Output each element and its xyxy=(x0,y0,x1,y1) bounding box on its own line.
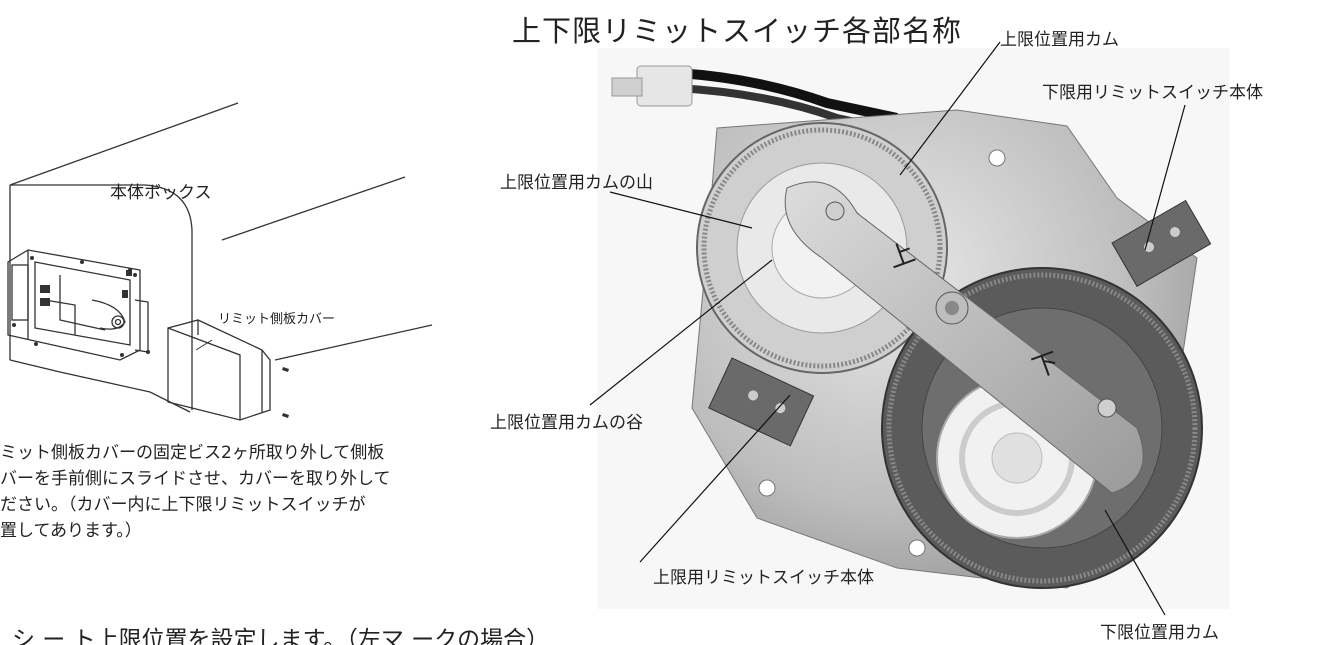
upper-cam-peak-label: 上限位置用カムの山 xyxy=(500,173,653,193)
instruction-text: ミット側板カバーの固定ビス2ヶ所取り外して側板 バーを手前側にスライドさせ、カバ… xyxy=(0,440,391,544)
instruction-line: 置してあります。） xyxy=(0,521,142,541)
instruction-line: ださい。（カバー内に上下限リミットスイッチが xyxy=(0,495,366,515)
lower-cam-label: 下限位置用カム xyxy=(1100,623,1219,643)
mechanism-photo xyxy=(597,48,1229,609)
cover-label: リミット側板カバー xyxy=(218,312,336,327)
section-heading: シ ー ト上限位置を設定します。（左マ ークの場合） xyxy=(12,627,550,645)
page-title: 上下限リミットスイッチ各部名称 xyxy=(512,14,963,48)
upper-cam-valley-label: 上限位置用カムの谷 xyxy=(490,413,643,433)
mechanism-photo-drawing xyxy=(611,65,1212,589)
box-label: 本体ボックス xyxy=(110,183,212,203)
lower-switch-label: 下限用リミットスイッチ本体 xyxy=(1042,83,1263,103)
upper-cam-label: 上限位置用カム xyxy=(1000,30,1119,50)
instruction-line: ミット側板カバーの固定ビス2ヶ所取り外して側板 xyxy=(0,443,385,463)
upper-switch-label: 上限用リミットスイッチ本体 xyxy=(653,568,874,588)
instruction-line: バーを手前側にスライドさせ、カバーを取り外して xyxy=(0,469,391,489)
